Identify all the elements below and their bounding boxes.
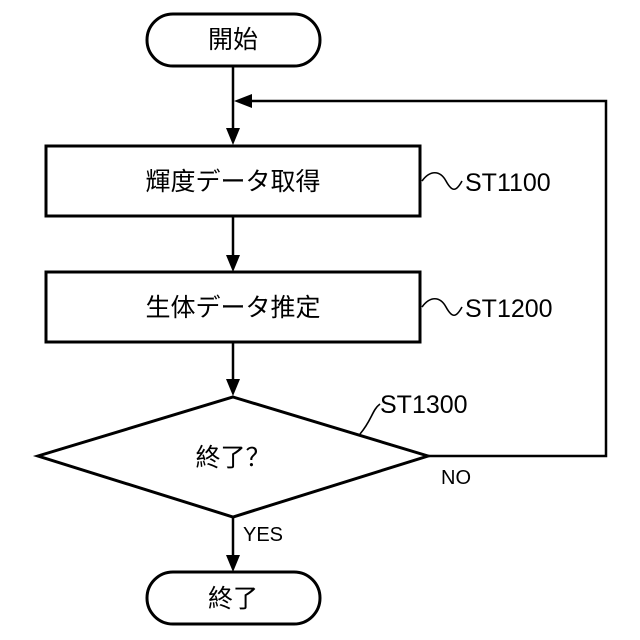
connector-start-to-step1 [226,66,240,145]
end-label: 終了 [208,584,258,613]
connector-step1-to-step2 [226,216,240,272]
yes-label: YES [243,524,283,546]
start-terminal: 開始 [147,14,320,66]
process-step1: 輝度データ取得 [46,146,420,216]
no-label: NO [441,467,471,489]
step1-reference: ST1100 [422,169,551,197]
step1-ref-label: ST1100 [465,169,551,197]
connector-step2-to-decision [226,342,240,396]
step2-reference: ST1200 [422,295,553,323]
decision-end-check: 終了？ [38,397,428,517]
decision-ref-label: ST1300 [380,391,468,419]
step1-label: 輝度データ取得 [145,167,320,196]
end-terminal: 終了 [147,572,320,624]
decision-label: 終了？ [195,443,270,472]
step2-label: 生体データ推定 [145,293,320,322]
step2-ref-label: ST1200 [465,295,553,323]
process-step2: 生体データ推定 [46,272,420,342]
connector-yes-to-end [226,517,240,572]
start-label: 開始 [208,25,258,54]
decision-reference: ST1300 [360,391,468,434]
